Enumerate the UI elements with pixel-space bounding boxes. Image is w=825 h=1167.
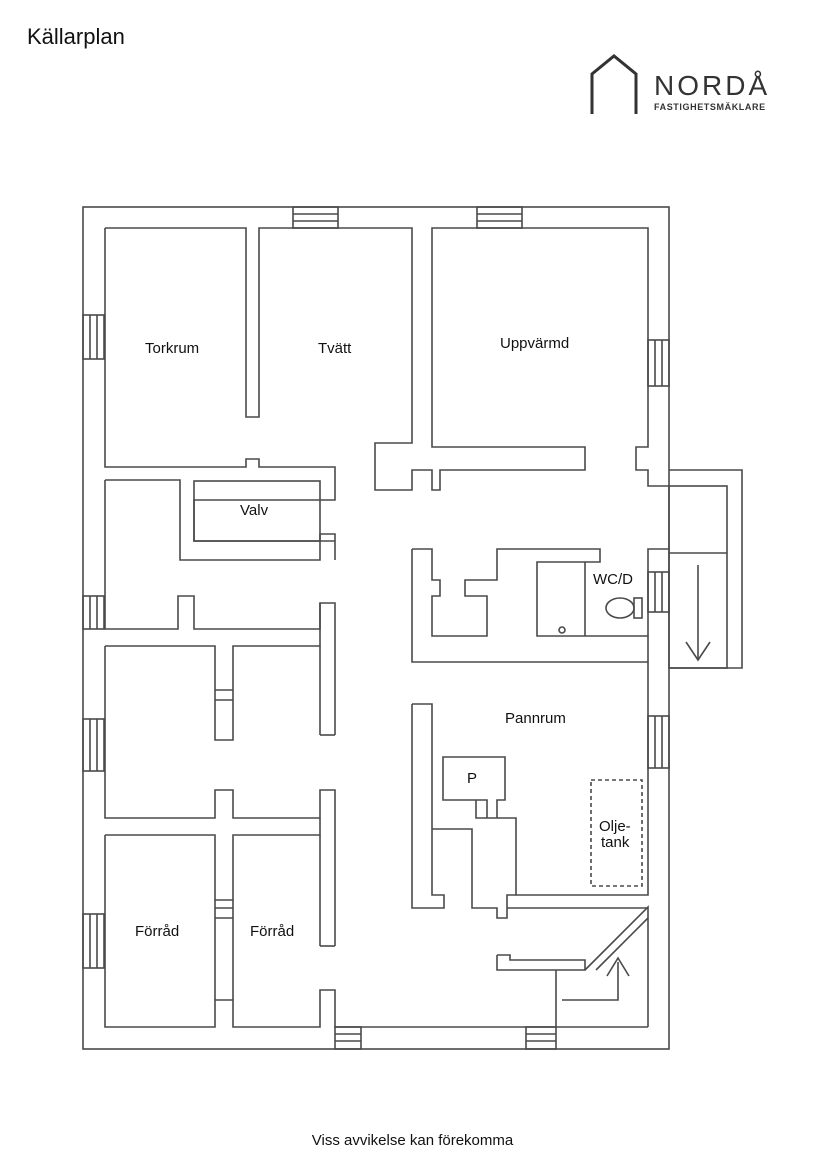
room-label-uppvarmd: Uppvärmd <box>500 335 570 352</box>
window <box>647 339 670 387</box>
window <box>525 1026 557 1050</box>
valv-box <box>193 480 321 542</box>
room-label-valv: Valv <box>240 502 269 519</box>
house-outline-icon <box>590 54 638 114</box>
room-label-torkrum: Torkrum <box>145 340 200 357</box>
toilet-icon <box>605 597 635 619</box>
annex-wall <box>669 469 743 669</box>
oil-tank <box>590 779 643 887</box>
window <box>82 913 105 969</box>
window <box>476 206 523 229</box>
room-label-tank: tank <box>601 834 630 851</box>
logo-name: NORDÅ <box>654 70 771 101</box>
room-label-olje: Olje- <box>599 818 631 835</box>
room-label-forrad-right: Förråd <box>250 923 295 940</box>
window <box>82 314 105 360</box>
page-title: Källarplan <box>27 24 125 49</box>
room-label-tvatt: Tvätt <box>318 340 352 357</box>
room-label-forrad-left: Förråd <box>135 923 180 940</box>
window <box>82 595 105 630</box>
nordan-logo: NORDÅ FASTIGHETSMÄKLARE <box>588 52 778 118</box>
room-label-p: P <box>467 770 478 787</box>
room-label-pannrum: Pannrum <box>505 710 566 727</box>
stair-arrow <box>562 962 619 1001</box>
logo-subtitle: FASTIGHETSMÄKLARE <box>654 102 766 112</box>
window <box>647 715 670 769</box>
footer-disclaimer: Viss avvikelse kan förekomma <box>311 1132 514 1149</box>
wall <box>105 227 669 491</box>
window <box>292 206 339 229</box>
window <box>334 1026 362 1050</box>
room-label-wcd: WC/D <box>593 571 633 588</box>
drain-icon <box>558 626 566 634</box>
window <box>647 571 670 613</box>
window <box>82 718 105 772</box>
